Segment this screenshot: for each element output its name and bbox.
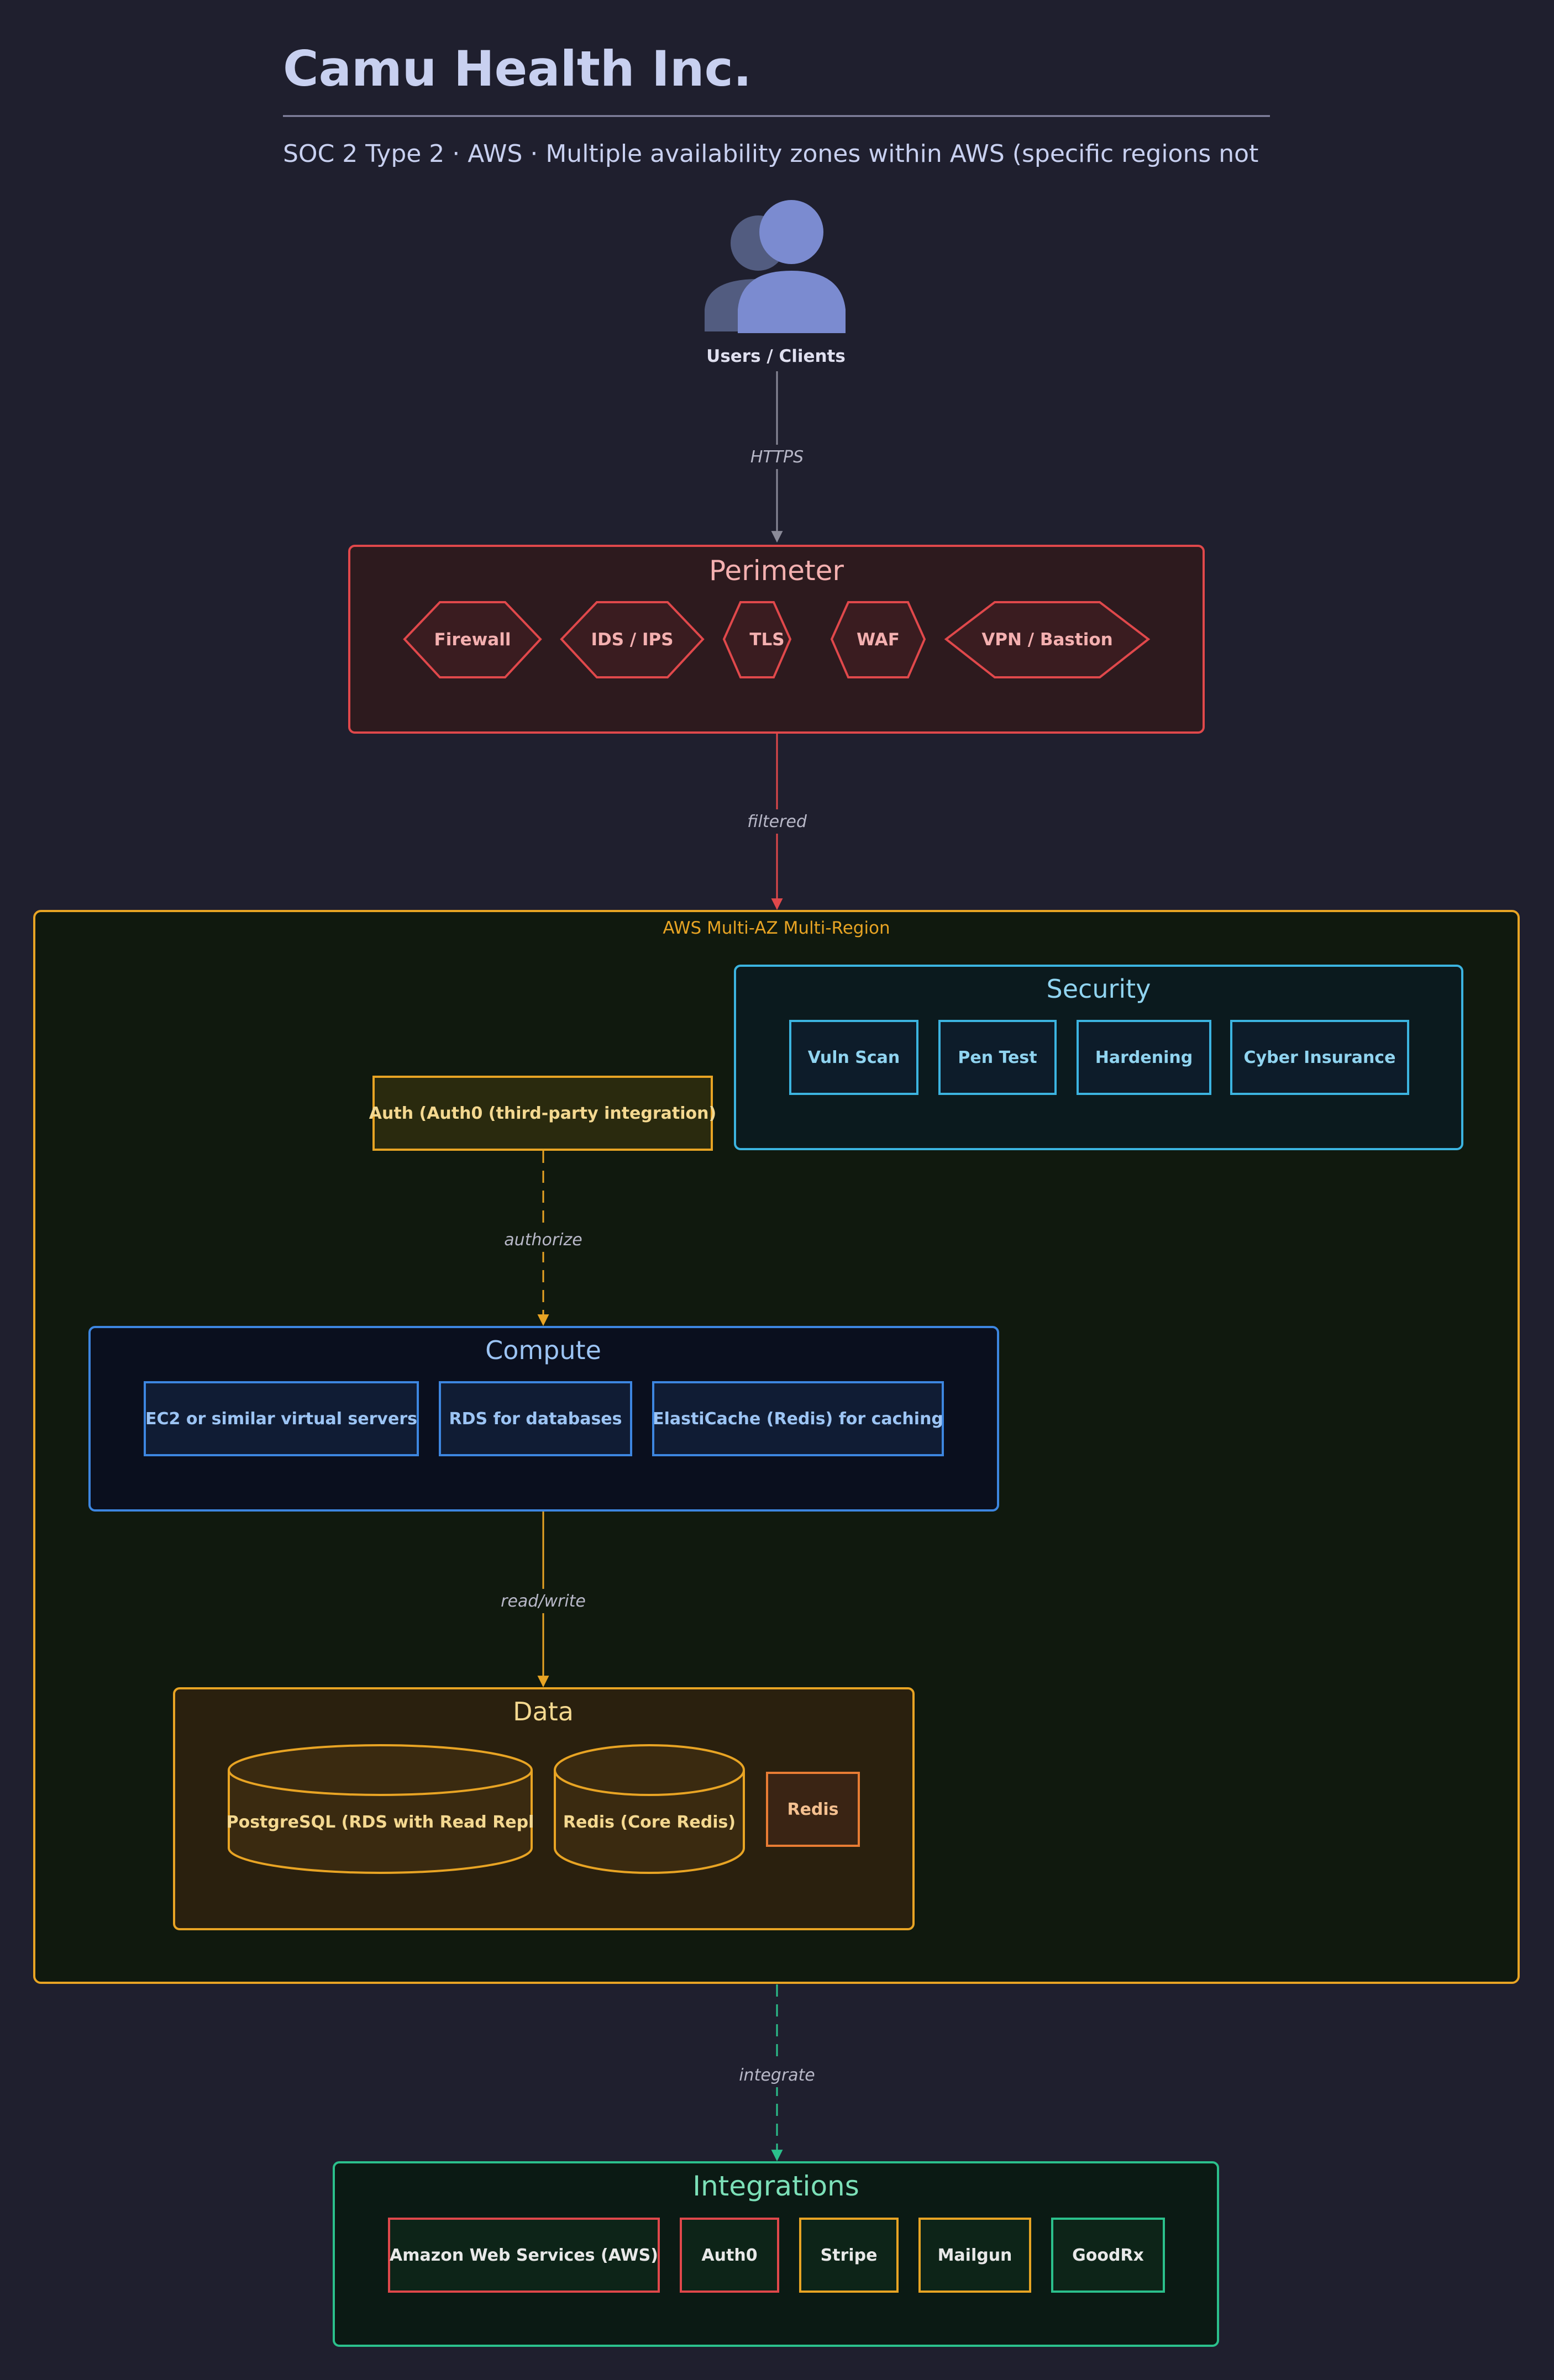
integrations-title: Integrations <box>692 2170 859 2202</box>
compute-title: Compute <box>485 1335 601 1365</box>
data-redis-core-cylinder: Redis (Core Redis) <box>554 1744 745 1874</box>
data-postgresql-cylinder: PostgreSQL (RDS with Read Repl <box>227 1744 534 1874</box>
edge-label-bg <box>498 1589 588 1613</box>
compute-group: Compute EC2 or similar virtual servers R… <box>88 1326 999 1512</box>
svg-text:IDS / IPS: IDS / IPS <box>591 630 673 650</box>
page-subtitle: SOC 2 Type 2 · AWS · Multiple availabili… <box>283 140 1258 168</box>
perimeter-tls: TLS <box>722 601 792 678</box>
security-group: Security Vuln Scan Pen Test Hardening Cy… <box>734 965 1463 1150</box>
compute-rds: RDS for databases <box>439 1381 632 1456</box>
edge-label-bg <box>503 1228 584 1252</box>
edge-label-readwrite: read/write <box>501 1592 586 1611</box>
integration-auth0: Auth0 <box>680 2218 779 2293</box>
svg-text:VPN / Bastion: VPN / Bastion <box>981 630 1112 650</box>
compute-ec2: EC2 or similar virtual servers <box>144 1381 419 1456</box>
security-hardening: Hardening <box>1077 1020 1211 1095</box>
svg-text:Auth0: Auth0 <box>701 2246 757 2265</box>
perimeter-waf: WAF <box>830 601 926 678</box>
svg-text:GoodRx: GoodRx <box>1072 2246 1144 2265</box>
users-label: Users / Clients <box>706 346 846 366</box>
edge-label-authorize: authorize <box>504 1230 582 1250</box>
security-pen-test: Pen Test <box>938 1020 1057 1095</box>
perimeter-ids-ips: IDS / IPS <box>560 601 705 678</box>
users-icon <box>705 200 846 333</box>
data-title: Data <box>513 1697 574 1726</box>
perimeter-group: Perimeter Firewall IDS / IPS TLS WAF VPN… <box>348 545 1205 734</box>
svg-text:Vuln Scan: Vuln Scan <box>808 1048 900 1067</box>
integration-goodrx: GoodRx <box>1051 2218 1165 2293</box>
edge-label-integrate: integrate <box>739 2066 815 2085</box>
svg-text:Auth (Auth0 (third-party integ: Auth (Auth0 (third-party integration) <box>369 1104 716 1123</box>
svg-text:PostgreSQL (RDS with Read Repl: PostgreSQL (RDS with Read Repl <box>227 1813 534 1832</box>
data-redis-node: Redis <box>766 1772 860 1847</box>
auth-node: Auth (Auth0 (third-party integration) <box>369 1076 716 1151</box>
perimeter-firewall: Firewall <box>403 601 542 678</box>
svg-text:Amazon Web Services (AWS): Amazon Web Services (AWS) <box>390 2246 658 2265</box>
security-cyber-insurance: Cyber Insurance <box>1230 1020 1409 1095</box>
compute-elasticache: ElastiCache (Redis) for caching <box>652 1381 944 1456</box>
svg-text:WAF: WAF <box>857 630 900 650</box>
data-group: Data PostgreSQL (RDS with Read Repl Redi… <box>173 1687 915 1930</box>
svg-text:ElastiCache (Redis) for cachin: ElastiCache (Redis) for caching <box>653 1409 943 1429</box>
integrations-group: Integrations Amazon Web Services (AWS) A… <box>333 2161 1219 2347</box>
svg-text:Mailgun: Mailgun <box>938 2246 1012 2265</box>
edge-label-bg <box>746 445 808 469</box>
svg-text:RDS for databases: RDS for databases <box>449 1409 622 1429</box>
svg-text:Hardening: Hardening <box>1095 1048 1193 1067</box>
perimeter-title: Perimeter <box>709 555 844 587</box>
security-vuln-scan: Vuln Scan <box>789 1020 918 1095</box>
security-title: Security <box>1047 974 1151 1004</box>
integration-aws: Amazon Web Services (AWS) <box>388 2218 660 2293</box>
edge-label-filtered: filtered <box>747 812 807 831</box>
svg-text:Stripe: Stripe <box>821 2246 878 2265</box>
svg-text:EC2 or similar virtual servers: EC2 or similar virtual servers <box>145 1409 417 1429</box>
svg-text:TLS: TLS <box>749 630 784 650</box>
edge-label-bg <box>735 2063 819 2087</box>
aws-label: AWS Multi-AZ Multi-Region <box>663 918 890 938</box>
page-title: Camu Health Inc. <box>283 40 752 97</box>
integration-stripe: Stripe <box>799 2218 899 2293</box>
svg-text:Redis: Redis <box>787 1800 838 1819</box>
svg-text:Pen Test: Pen Test <box>958 1048 1037 1067</box>
svg-text:Firewall: Firewall <box>434 630 511 650</box>
integration-mailgun: Mailgun <box>918 2218 1031 2293</box>
svg-text:Redis (Core Redis): Redis (Core Redis) <box>563 1813 736 1832</box>
perimeter-vpn-bastion: VPN / Bastion <box>944 601 1151 678</box>
edge-label-https: HTTPS <box>750 447 804 467</box>
svg-text:Cyber Insurance: Cyber Insurance <box>1244 1048 1396 1067</box>
edge-label-bg <box>741 809 813 834</box>
